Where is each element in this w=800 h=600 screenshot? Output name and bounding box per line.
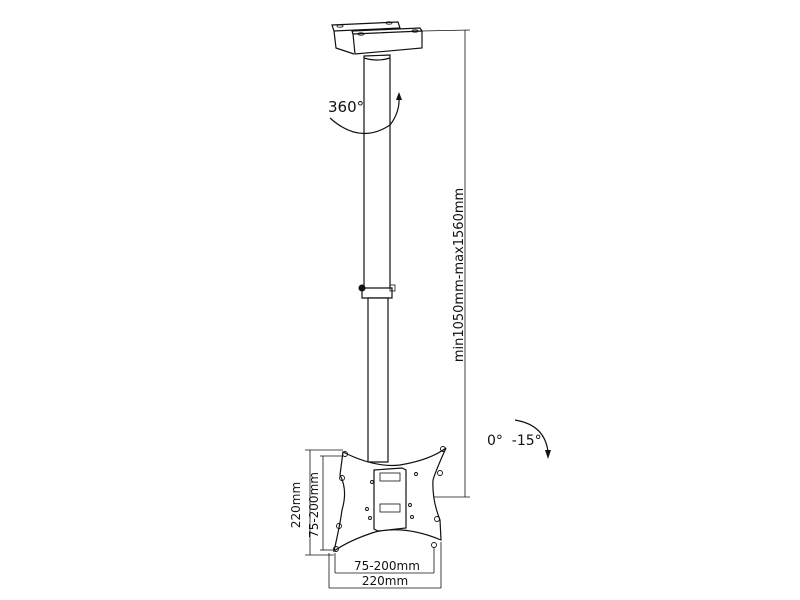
rotation-arrow	[329, 96, 400, 135]
rotation-label: 360°	[328, 98, 364, 116]
ceiling-bracket	[331, 21, 423, 55]
plate-width-vesa-label: 75-200mm	[354, 559, 420, 573]
height-dimension	[421, 29, 471, 498]
plate-dimensions	[305, 449, 442, 589]
lower-pole	[367, 297, 389, 463]
rotation-arrowhead	[396, 92, 402, 100]
plate-height-outer-label: 220mm	[289, 482, 303, 528]
height-adjust-joint	[358, 284, 396, 299]
plate-height-vesa-label: 75-200mm	[307, 472, 321, 538]
upper-pole	[363, 54, 391, 291]
tilt-arrow	[514, 419, 549, 453]
height-range-label: min1050mm-max1560mm	[452, 188, 467, 362]
tilt-label: 0° -15°	[487, 433, 542, 449]
plate-width-outer-label: 220mm	[362, 574, 408, 588]
tilt-arrowhead	[545, 450, 551, 459]
vesa-plate	[333, 446, 447, 553]
